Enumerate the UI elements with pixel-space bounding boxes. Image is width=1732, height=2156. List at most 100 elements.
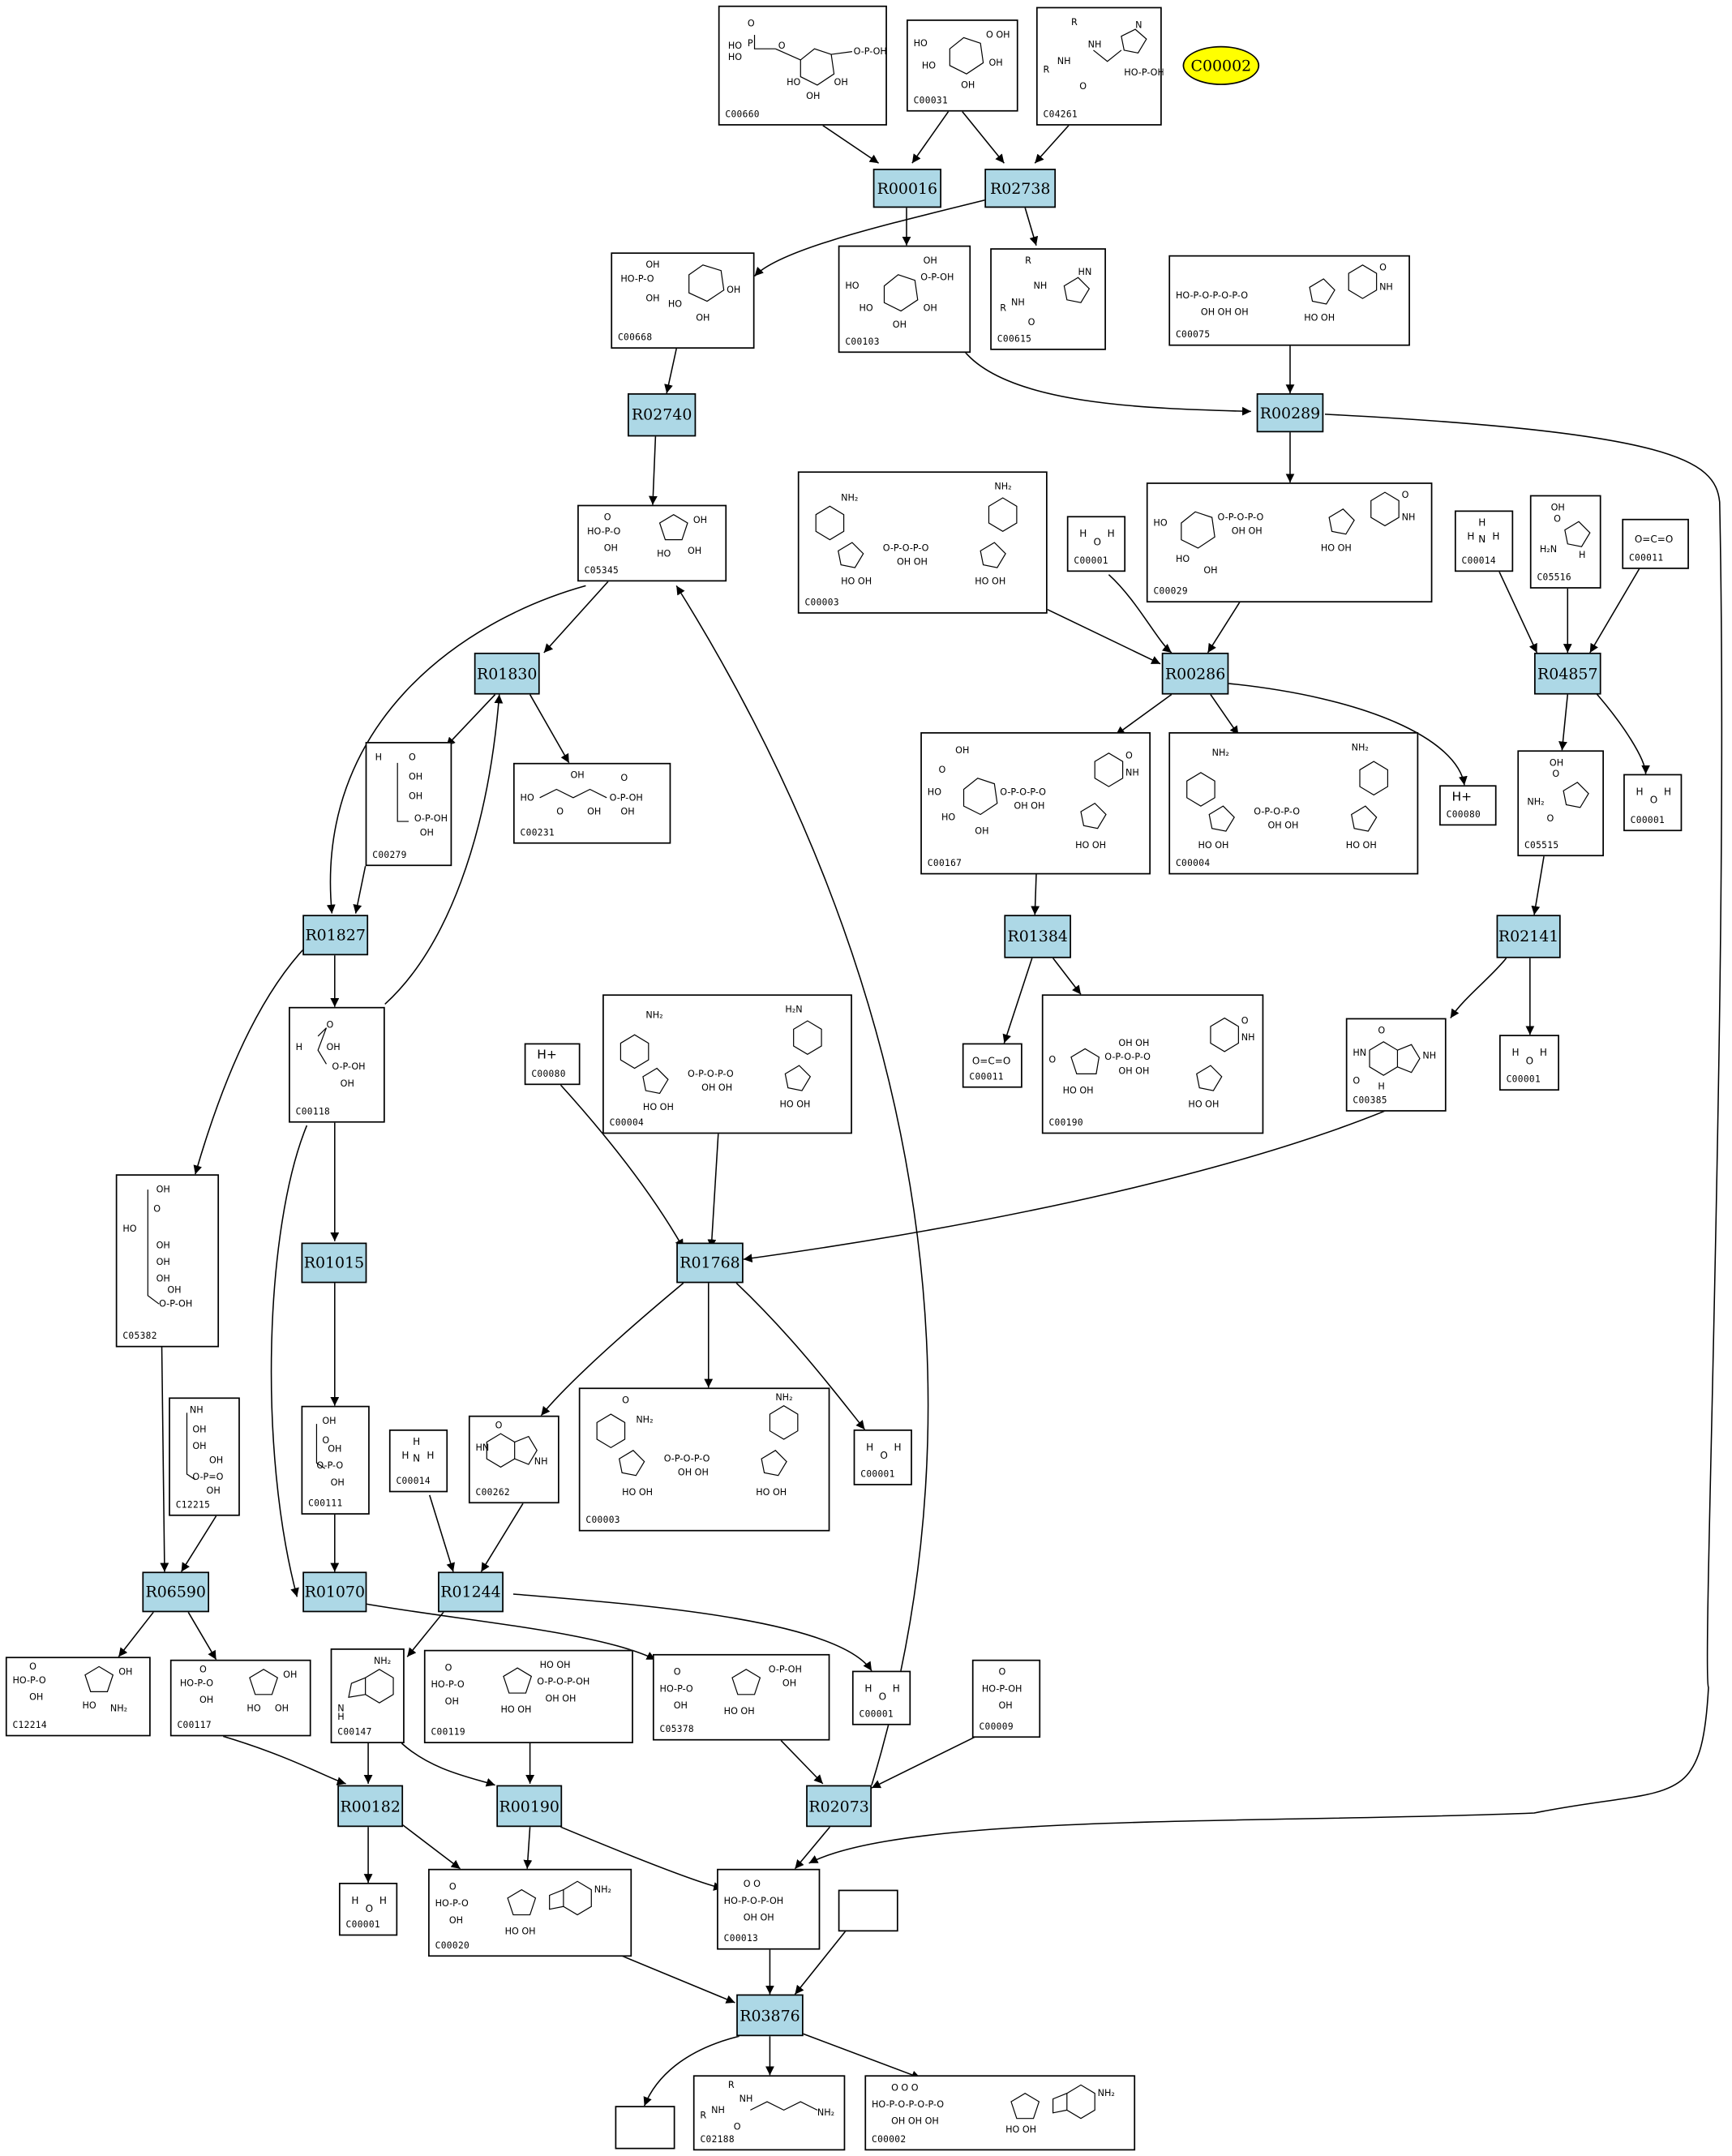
reaction-node[interactable]: R01827: [302, 915, 369, 956]
edge: [988, 497, 1018, 533]
compound-C00080b[interactable]: H+ C00080: [524, 1043, 581, 1086]
svg-text:O: O: [1554, 513, 1561, 524]
reaction-node[interactable]: R02141: [1496, 915, 1561, 958]
svg-text:N: N: [1478, 534, 1485, 545]
svg-text:O: O: [1378, 1026, 1385, 1036]
edge: [1080, 802, 1107, 829]
reaction-node[interactable]: R02738: [984, 169, 1057, 208]
edge: [1370, 491, 1400, 527]
svg-text:OH OH OH: OH OH OH: [1201, 307, 1249, 318]
svg-text:N: N: [337, 1703, 344, 1713]
reaction-node[interactable]: R01384: [1004, 915, 1071, 958]
compound-C00080a[interactable]: H+ C00080: [1439, 785, 1497, 826]
reaction-node[interactable]: R03876: [736, 1994, 804, 2037]
reaction-node[interactable]: R01244: [438, 1571, 504, 1613]
compound-id: C00668: [617, 332, 653, 344]
highlight-compound[interactable]: C00002: [1182, 45, 1260, 85]
svg-text:HO-P-O: HO-P-O: [12, 1675, 45, 1686]
svg-text:OH: OH: [834, 77, 848, 88]
compound-id: C05515: [1524, 839, 1559, 851]
reaction-node[interactable]: R00182: [337, 1785, 404, 1828]
svg-text:NH₂: NH₂: [994, 482, 1011, 492]
edge: [317, 1027, 328, 1065]
structure-icon: HOH: [864, 1682, 899, 1702]
svg-text:OH: OH: [645, 294, 659, 304]
reaction-node[interactable]: R01015: [301, 1242, 367, 1284]
reaction-node[interactable]: R00016: [872, 169, 941, 208]
svg-text:O: O: [880, 1450, 887, 1461]
reaction-node[interactable]: R00289: [1256, 393, 1324, 433]
reaction-node[interactable]: R06590: [142, 1571, 209, 1613]
compound-C00011b[interactable]: O=C=O C00011: [962, 1043, 1022, 1088]
svg-text:O: O: [1028, 317, 1035, 328]
reaction-node[interactable]: R01768: [676, 1242, 744, 1284]
compound-id: C00003: [804, 597, 839, 608]
edge: [1558, 694, 1569, 751]
reaction-node[interactable]: R00286: [1161, 652, 1229, 695]
compound-C00011a[interactable]: O=C=O C00011: [1622, 518, 1689, 569]
compound-id: C00001: [860, 1468, 895, 1480]
svg-text:NH: NH: [1034, 281, 1048, 291]
unlabeled-compound[interactable]: [615, 2106, 675, 2150]
reaction-node[interactable]: R00190: [496, 1785, 563, 1828]
compound-id: C02188: [700, 2133, 735, 2145]
reaction-node[interactable]: R01830: [474, 652, 540, 695]
reaction-node[interactable]: R02740: [628, 393, 697, 437]
svg-text:HN: HN: [1078, 267, 1092, 277]
svg-text:O: O: [322, 1435, 329, 1446]
edge: [445, 694, 496, 747]
reaction-node[interactable]: R01070: [302, 1571, 367, 1613]
reaction-node[interactable]: R04857: [1534, 652, 1601, 695]
edge: [1024, 208, 1039, 246]
unlabeled-compound[interactable]: [838, 1889, 898, 1932]
svg-text:HO-P-OH: HO-P-OH: [1124, 67, 1163, 78]
edge: [780, 1740, 824, 1785]
reaction-node[interactable]: R02073: [806, 1785, 872, 1828]
